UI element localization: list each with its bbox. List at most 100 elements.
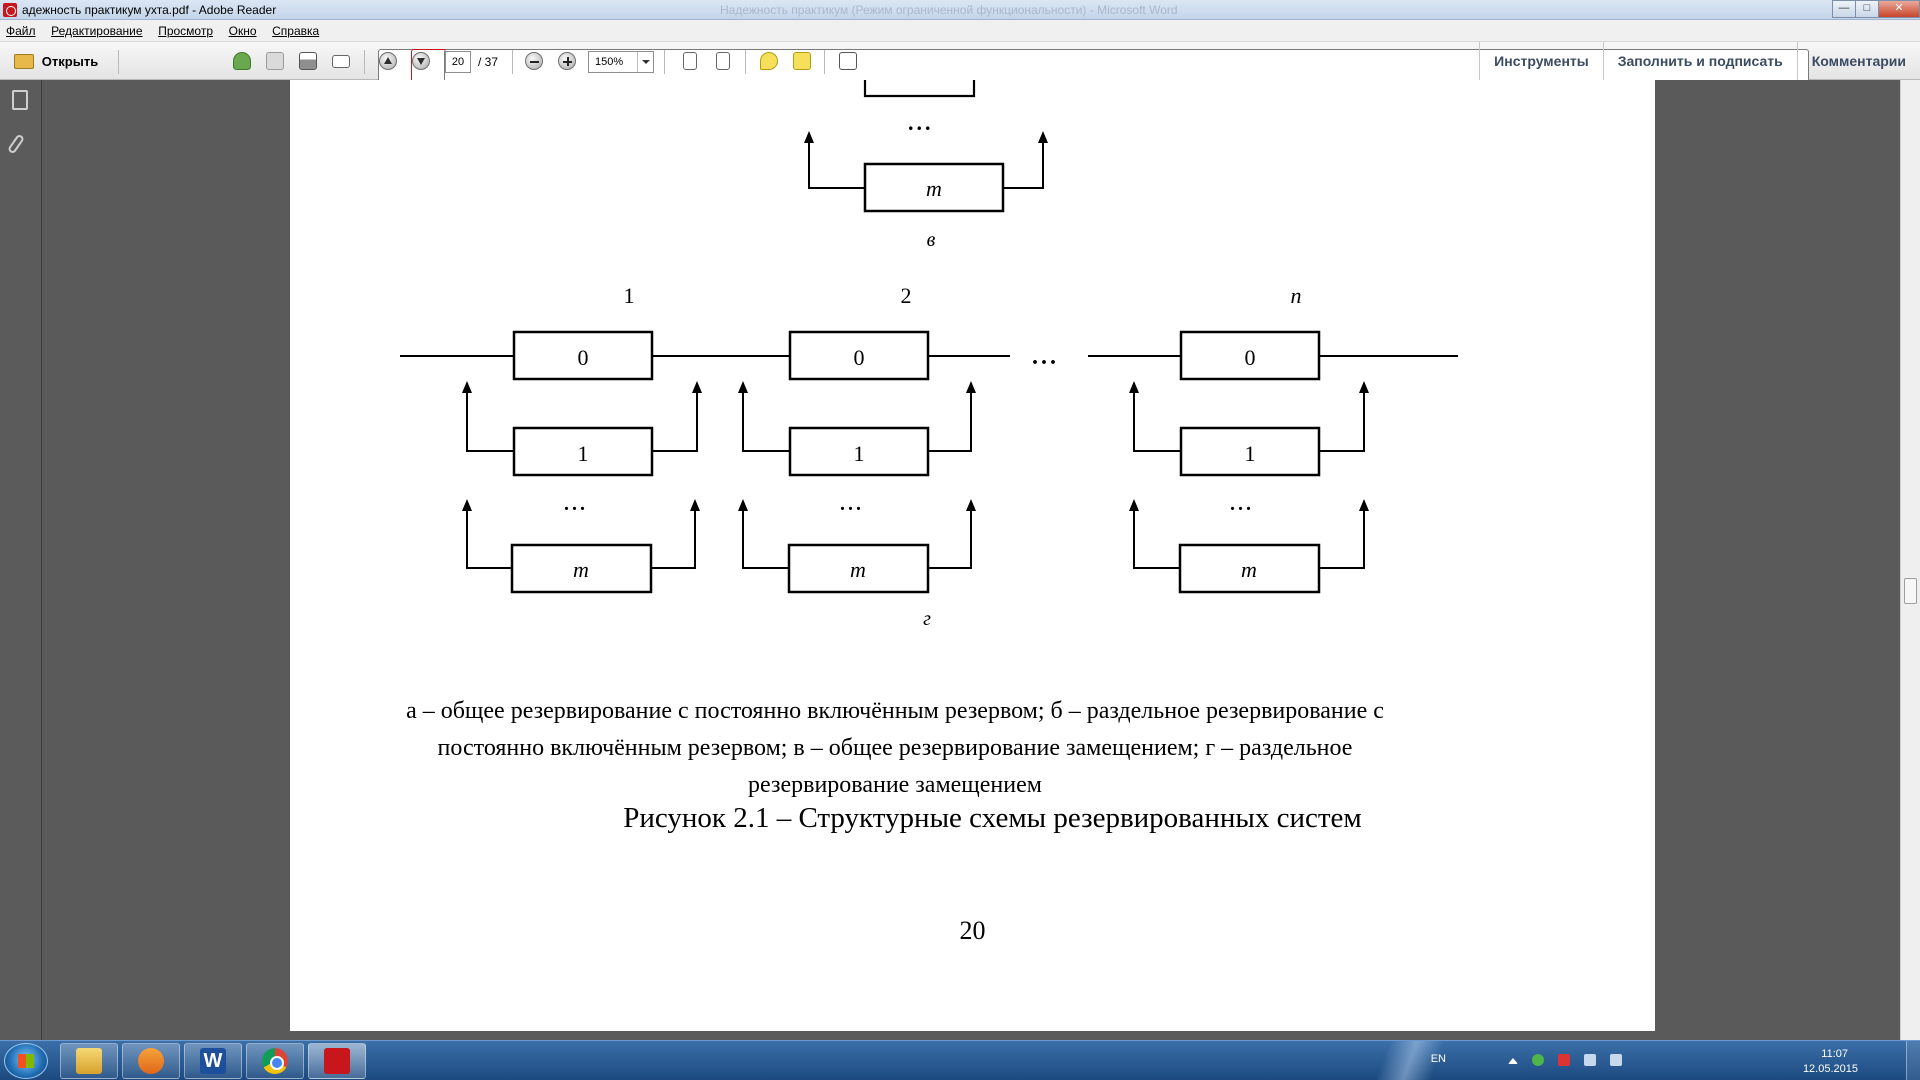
taskbar-word[interactable]: W	[184, 1043, 242, 1079]
legend-line-2: постоянно включённым резервом; в – общее…	[437, 735, 1353, 761]
block-1-sn: 1	[1245, 441, 1256, 466]
edit-pdf-button[interactable]	[196, 49, 1809, 1000]
toolbar-separator	[664, 50, 665, 74]
clock-time[interactable]: 11:07	[1821, 1048, 1848, 1060]
taskbar-media-player[interactable]	[122, 1043, 180, 1079]
toolbar-separator	[512, 50, 513, 74]
fit-page-button[interactable]	[710, 49, 736, 73]
attachments-icon[interactable]	[6, 133, 26, 155]
maximize-button[interactable]: □	[1855, 0, 1879, 18]
menu-view[interactable]: Просмотр	[158, 24, 213, 38]
dots-s1: ...	[564, 493, 588, 515]
diagram-v-caption: в	[927, 229, 936, 251]
taskbar-adobe-reader[interactable]	[308, 1043, 366, 1079]
menu-edit[interactable]: Редактирование	[51, 24, 143, 38]
figure-title: Рисунок 2.1 – Структурные схемы резервир…	[623, 802, 1362, 834]
menu-help[interactable]: Справка	[272, 24, 320, 38]
zoom-in-button[interactable]	[554, 49, 580, 73]
toolbar-separator	[118, 50, 119, 74]
adobe-reader-icon	[3, 3, 17, 17]
page-number: 20	[959, 916, 986, 945]
comment-bubble-icon	[760, 52, 778, 70]
scrollbar-thumb[interactable]	[1904, 578, 1917, 604]
page-number-input[interactable]: 20	[445, 51, 471, 73]
fit-width-icon	[683, 52, 697, 70]
arrow-down-icon	[412, 52, 430, 70]
media-player-icon	[138, 1048, 164, 1074]
menu-bar: Файл Редактирование Просмотр Окно Справк…	[0, 20, 1920, 42]
mail-icon	[332, 54, 350, 68]
fit-width-button[interactable]	[677, 49, 703, 73]
network-icon[interactable]	[1584, 1054, 1596, 1066]
upload-button[interactable]	[229, 49, 255, 73]
show-desktop-button[interactable]	[1906, 1041, 1920, 1080]
main-line-dots: ...	[1032, 344, 1059, 370]
clock-date[interactable]: 12.05.2015	[1802, 1063, 1858, 1075]
email-button[interactable]	[328, 49, 354, 73]
plus-icon	[558, 52, 576, 70]
close-button[interactable]: ✕	[1878, 0, 1920, 18]
antivirus-icon[interactable]	[1532, 1054, 1544, 1066]
minimize-button[interactable]: —	[1832, 0, 1856, 18]
language-indicator[interactable]: EN	[1430, 1053, 1446, 1065]
volume-icon[interactable]	[1610, 1054, 1622, 1066]
taskbar: W EN 11:07 12.05.2015	[0, 1040, 1920, 1080]
system-tray: EN 11:07 12.05.2015	[1400, 1041, 1920, 1080]
dots-s2: ...	[840, 493, 864, 515]
page-thumbnails-icon[interactable]	[12, 90, 28, 110]
diagram-g-caption: г	[923, 608, 931, 630]
chevron-down-icon[interactable]	[637, 52, 653, 72]
block-m-s2: m	[850, 557, 866, 582]
previous-page-button[interactable]	[375, 49, 401, 73]
save-button[interactable]	[262, 49, 288, 73]
vertical-scrollbar[interactable]	[1900, 80, 1920, 1040]
title-bar: адежность практикум ухта.pdf - Adobe Rea…	[0, 0, 1920, 20]
tab-fill-and-sign[interactable]: Заполнить и подписать	[1602, 42, 1797, 80]
page-total: / 37	[478, 55, 499, 69]
diagram-v-block-m: m	[926, 176, 942, 201]
diagram-v: ... m в	[804, 80, 1048, 251]
open-label: Открыть	[41, 53, 99, 69]
toolbar-separator	[824, 50, 825, 74]
taskbar-explorer[interactable]	[60, 1043, 118, 1079]
block-0-s2: 0	[854, 345, 865, 370]
export-pdf-button[interactable]	[163, 49, 1776, 1000]
zoom-value: 150%	[595, 56, 624, 68]
tab-tools[interactable]: Инструменты	[1479, 42, 1603, 80]
window-title: адежность практикум ухта.pdf - Adobe Rea…	[22, 3, 277, 17]
expand-icon	[839, 52, 857, 70]
show-hidden-icons-icon[interactable]	[1508, 1058, 1518, 1064]
open-button[interactable]: Открыть	[6, 49, 106, 73]
action-center-icon[interactable]	[1558, 1054, 1570, 1066]
menu-file[interactable]: Файл	[6, 24, 36, 38]
highlight-button[interactable]	[789, 49, 815, 73]
legend-line-1: а – общее резервирование с постоянно вкл…	[406, 698, 1384, 724]
taskbar-chrome[interactable]	[246, 1043, 304, 1079]
section-label-1: 1	[624, 283, 635, 308]
block-0-sn: 0	[1245, 345, 1256, 370]
minus-icon	[525, 52, 543, 70]
print-button[interactable]	[295, 49, 321, 73]
zoom-out-button[interactable]	[521, 49, 547, 73]
toolbar-separator	[745, 50, 746, 74]
diagram-v-dots: ...	[908, 110, 934, 135]
save-icon	[266, 52, 284, 70]
menu-window[interactable]: Окно	[228, 24, 257, 38]
arrow-up-icon	[379, 52, 397, 70]
navigation-pane	[0, 80, 42, 1040]
next-page-button[interactable]	[408, 49, 434, 73]
cloud-upload-icon	[233, 52, 251, 70]
comment-button[interactable]	[756, 49, 782, 73]
create-pdf-button[interactable]	[130, 49, 1743, 1000]
legend-line-3: резервирование замещением	[748, 772, 1042, 798]
full-screen-button[interactable]	[835, 49, 861, 73]
figure-legend: а – общее резервирование с постоянно вкл…	[345, 693, 1445, 804]
start-button[interactable]	[4, 1043, 48, 1079]
zoom-select[interactable]: 150%	[588, 51, 654, 73]
section-label-2: 2	[901, 283, 912, 308]
window-controls: — □ ✕	[1832, 0, 1920, 18]
document-area: ... m в 1 2 n ... 0 1	[42, 80, 1900, 1040]
pdf-page: ... m в 1 2 n ... 0 1	[290, 80, 1655, 1031]
fit-page-icon	[716, 52, 730, 70]
tab-comments[interactable]: Комментарии	[1796, 42, 1920, 80]
